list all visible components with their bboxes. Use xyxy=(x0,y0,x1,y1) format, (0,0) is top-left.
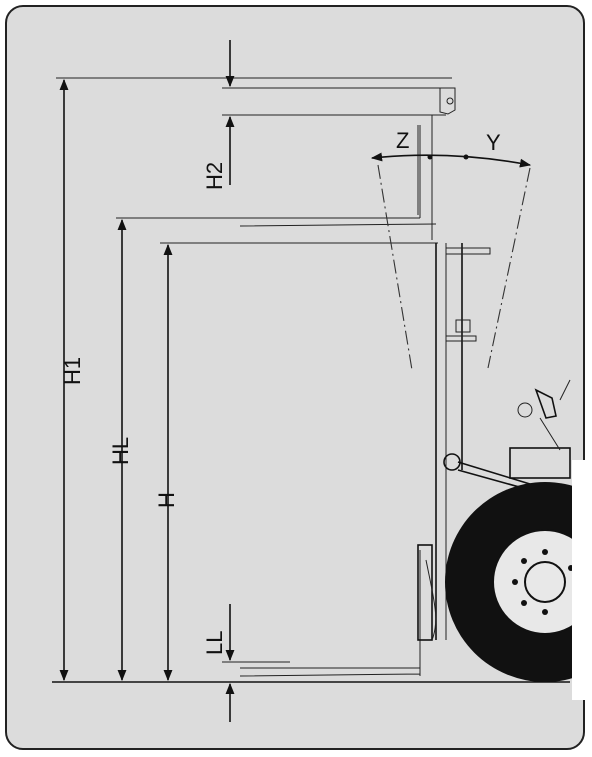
hl-label: HL xyxy=(108,437,133,465)
forward-tilt-limit-left xyxy=(377,164,413,371)
front-wheel xyxy=(445,482,592,682)
tilt-arc xyxy=(370,152,532,168)
raised-fork xyxy=(239,125,437,227)
y-label: Y xyxy=(486,130,501,155)
h-label: H xyxy=(154,492,179,508)
ll-label: LL xyxy=(202,631,227,655)
tractor-body xyxy=(509,379,571,479)
tilt-pivot-right xyxy=(463,154,469,160)
tilt-pivot-left xyxy=(427,154,433,160)
z-label: Z xyxy=(396,128,409,153)
carriage-lower xyxy=(417,544,437,641)
carriage-top xyxy=(417,87,456,240)
h2-label: H2 xyxy=(202,162,227,190)
forward-tilt-limit-right xyxy=(487,167,531,369)
tilt-cylinder xyxy=(443,453,531,491)
h1-label: H1 xyxy=(60,357,85,385)
lower-fork xyxy=(239,550,421,677)
